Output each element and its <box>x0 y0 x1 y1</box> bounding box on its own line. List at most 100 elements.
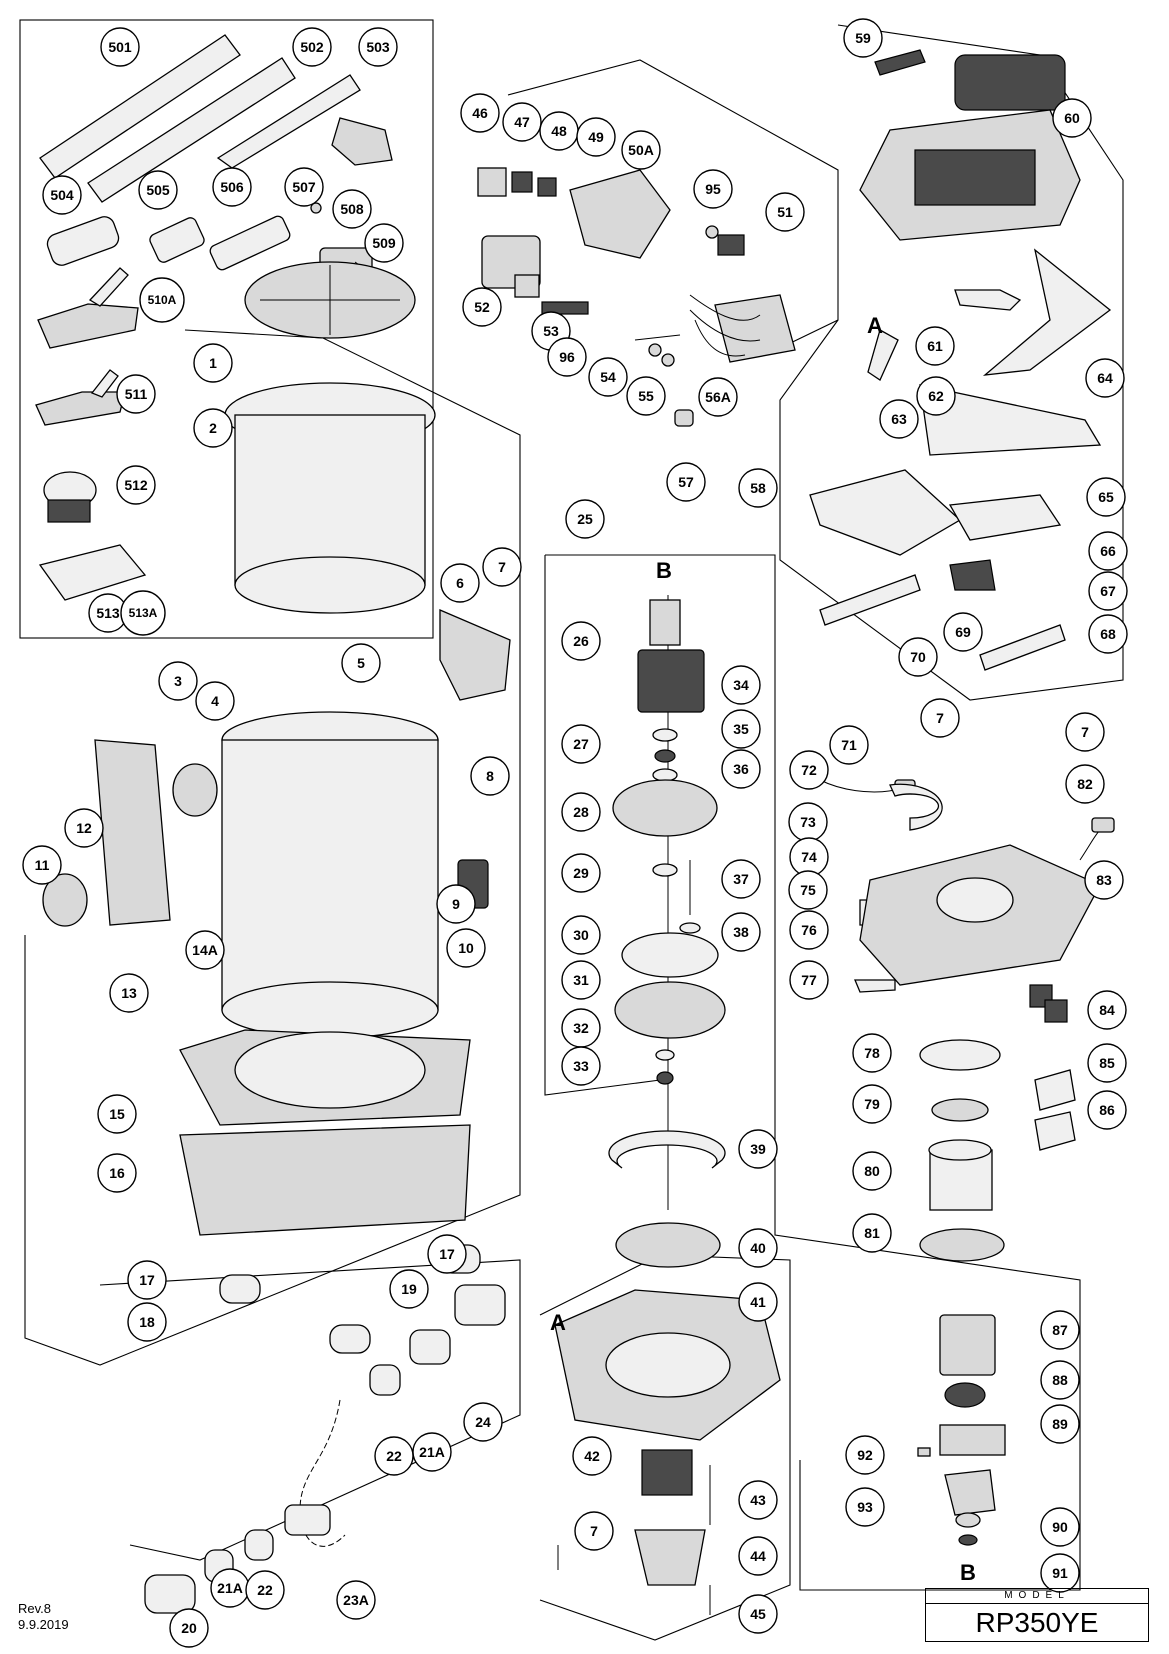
callout-29: 29 <box>561 853 601 893</box>
svg-text:33: 33 <box>573 1058 589 1074</box>
base-parts <box>819 779 1115 1546</box>
assembly-marker-a-top: A <box>867 313 883 338</box>
callout-83: 83 <box>1084 860 1124 900</box>
callout-9: 9 <box>436 884 476 924</box>
callout-52: 52 <box>462 287 502 327</box>
svg-text:17: 17 <box>439 1246 455 1262</box>
switch-parts <box>477 167 796 427</box>
callout-3: 3 <box>158 661 198 701</box>
callout-88: 88 <box>1040 1360 1080 1400</box>
svg-text:59: 59 <box>855 30 871 46</box>
assembly-marker-b-bottom: B <box>960 1560 976 1585</box>
callout-12: 12 <box>64 808 104 848</box>
svg-text:26: 26 <box>573 633 589 649</box>
callout-36: 36 <box>721 749 761 789</box>
svg-text:60: 60 <box>1064 110 1080 126</box>
callout-58: 58 <box>738 468 778 508</box>
callout-95: 95 <box>693 169 733 209</box>
callout-91: 91 <box>1040 1553 1080 1593</box>
svg-text:43: 43 <box>750 1492 766 1508</box>
lid-parts <box>809 49 1112 671</box>
callout-76: 76 <box>789 910 829 950</box>
callout-24: 24 <box>463 1402 503 1442</box>
callout-75: 75 <box>788 870 828 910</box>
callout-37: 37 <box>721 859 761 899</box>
svg-text:80: 80 <box>864 1163 880 1179</box>
callout-512: 512 <box>116 465 156 505</box>
callout-85: 85 <box>1087 1043 1127 1083</box>
svg-text:23A: 23A <box>343 1592 369 1608</box>
callout-67: 67 <box>1088 571 1128 611</box>
assembly-marker-a-bottom: A <box>550 1310 566 1335</box>
callout-48: 48 <box>539 111 579 151</box>
callout-56a: 56A <box>698 377 738 417</box>
svg-text:76: 76 <box>801 922 817 938</box>
callout-33: 33 <box>561 1046 601 1086</box>
callout-59: 59 <box>843 18 883 58</box>
revision-date: 9.9.2019 <box>18 1617 69 1632</box>
callout-21a: 21A <box>412 1432 452 1472</box>
callout-72: 72 <box>789 750 829 790</box>
svg-text:32: 32 <box>573 1020 589 1036</box>
callout-510a: 510A <box>139 277 185 323</box>
svg-text:17: 17 <box>139 1272 155 1288</box>
callout-6: 6 <box>440 563 480 603</box>
svg-text:57: 57 <box>678 474 694 490</box>
callout-66: 66 <box>1088 531 1128 571</box>
svg-text:71: 71 <box>841 737 857 753</box>
svg-text:46: 46 <box>472 105 488 121</box>
assembly-frames <box>19 19 1124 1641</box>
svg-text:25: 25 <box>577 511 593 527</box>
callout-89: 89 <box>1040 1404 1080 1444</box>
callout-11: 11 <box>22 845 62 885</box>
svg-text:50A: 50A <box>628 142 654 158</box>
svg-text:501: 501 <box>108 39 132 55</box>
callout-64: 64 <box>1085 358 1125 398</box>
callout-13: 13 <box>109 973 149 1013</box>
callout-4: 4 <box>195 681 235 721</box>
svg-text:62: 62 <box>928 388 944 404</box>
svg-text:40: 40 <box>750 1240 766 1256</box>
svg-text:18: 18 <box>139 1314 155 1330</box>
callout-28: 28 <box>561 792 601 832</box>
callout-14a: 14A <box>185 930 225 970</box>
svg-text:507: 507 <box>292 179 316 195</box>
callout-38: 38 <box>721 912 761 952</box>
callout-55: 55 <box>626 376 666 416</box>
svg-text:73: 73 <box>800 814 816 830</box>
callout-7: 7 <box>920 698 960 738</box>
svg-text:7: 7 <box>498 559 506 575</box>
svg-text:53: 53 <box>543 323 559 339</box>
callout-7: 7 <box>574 1511 614 1551</box>
callout-22: 22 <box>374 1436 414 1476</box>
svg-text:45: 45 <box>750 1606 766 1622</box>
callout-18: 18 <box>127 1302 167 1342</box>
callout-20: 20 <box>169 1608 209 1648</box>
svg-text:83: 83 <box>1096 872 1112 888</box>
svg-text:31: 31 <box>573 972 589 988</box>
svg-text:502: 502 <box>300 39 324 55</box>
svg-text:20: 20 <box>181 1620 197 1636</box>
svg-text:3: 3 <box>174 673 182 689</box>
svg-text:4: 4 <box>211 693 219 709</box>
callout-49: 49 <box>576 117 616 157</box>
svg-text:513: 513 <box>96 605 120 621</box>
callout-86: 86 <box>1087 1090 1127 1130</box>
svg-text:74: 74 <box>801 849 817 865</box>
accessory-parts <box>35 34 401 601</box>
svg-text:61: 61 <box>927 338 943 354</box>
callout-17: 17 <box>427 1234 467 1274</box>
callout-71: 71 <box>829 725 869 765</box>
svg-text:22: 22 <box>257 1582 273 1598</box>
callout-10: 10 <box>446 928 486 968</box>
svg-text:19: 19 <box>401 1281 417 1297</box>
svg-text:85: 85 <box>1099 1055 1115 1071</box>
svg-text:27: 27 <box>573 736 589 752</box>
svg-text:15: 15 <box>109 1106 125 1122</box>
assembly-marker-b-top: B <box>656 558 672 583</box>
svg-text:95: 95 <box>705 181 721 197</box>
svg-text:21A: 21A <box>217 1580 243 1596</box>
callout-93: 93 <box>845 1487 885 1527</box>
svg-text:7: 7 <box>936 710 944 726</box>
callout-73: 73 <box>788 802 828 842</box>
